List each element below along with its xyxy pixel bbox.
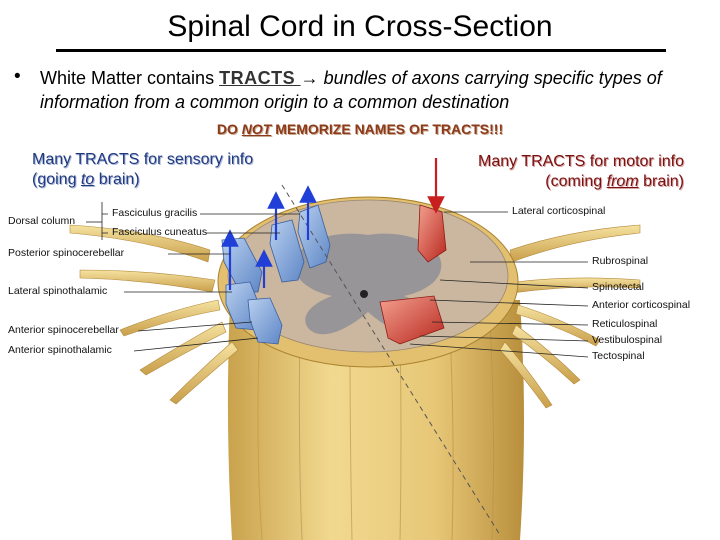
- nerve-roots-right: [499, 224, 641, 409]
- arrow-icon: →: [300, 68, 319, 88]
- label-posterior-spinocerebellar: Posterior spinocerebellar: [8, 247, 125, 259]
- sensory-caption: Many TRACTS for sensory info (going to b…: [32, 150, 253, 190]
- warning-em: NOT: [241, 121, 272, 137]
- label-lateral-spinothalamic: Lateral spinothalamic: [8, 285, 108, 297]
- page-title: Spinal Cord in Cross-Section: [167, 10, 553, 43]
- warning-note: DO NOT MEMORIZE NAMES OF TRACTS!!!: [0, 121, 720, 137]
- label-fasciculus-gracilis: Fasciculus gracilis: [112, 207, 198, 219]
- label-reticulospinal: Reticulospinal: [592, 318, 658, 330]
- left-leader-lines: [86, 202, 300, 352]
- section-plane-line: [281, 184, 501, 536]
- label-fasciculus-cuneatus: Fasciculus cuneatus: [112, 226, 208, 238]
- bullet-keyword: TRACTS: [219, 68, 301, 88]
- label-lateral-corticospinal: Lateral corticospinal: [512, 205, 606, 217]
- tract-anterior-spinocerebellar: [247, 297, 283, 345]
- warning-post: MEMORIZE NAMES OF TRACTS!!!: [271, 121, 504, 137]
- motor-caption: Many TRACTS for motor info (coming from …: [420, 152, 684, 192]
- motor-line2: (coming from brain): [420, 172, 684, 192]
- nerve-roots-left: [69, 224, 239, 405]
- sensory-line2-pre: (going: [32, 171, 81, 188]
- cord-column: [227, 300, 524, 540]
- tract-posterior-spinocerebellar: [221, 237, 263, 293]
- label-anterior-spinothalamic: Anterior spinothalamic: [8, 344, 112, 356]
- sensory-tracts: [221, 204, 331, 345]
- bullet-lead: White Matter contains: [40, 68, 220, 88]
- sensory-line2-post: brain): [94, 171, 140, 188]
- tract-fasciculus-cuneatus: [269, 219, 305, 283]
- sensory-line2: (going to brain): [32, 170, 253, 190]
- bullet-marker: •: [14, 66, 21, 87]
- warning-pre: DO: [216, 121, 242, 137]
- label-tectospinal: Tectospinal: [592, 350, 645, 362]
- label-vestibulospinal: Vestibulospinal: [592, 334, 663, 346]
- label-spinotectal: Spinotectal: [592, 281, 644, 293]
- bullet-text: White Matter contains TRACTS → bundles o…: [40, 66, 710, 114]
- label-anterior-spinocerebellar: Anterior spinocerebellar: [8, 324, 119, 336]
- bullet-rest: bundles of axons carrying specific types…: [40, 68, 662, 112]
- motor-line2-em: from: [606, 173, 639, 190]
- label-anterior-corticospinal: Anterior corticospinal: [592, 299, 691, 311]
- label-rubrospinal: Rubrospinal: [592, 255, 649, 267]
- title-underline: [56, 49, 666, 52]
- motor-tracts: [379, 204, 447, 345]
- label-dorsal-column: Dorsal column: [8, 215, 76, 227]
- central-canal: [360, 290, 368, 298]
- tract-fasciculus-gracilis: [297, 204, 331, 269]
- motor-line1: Many TRACTS for motor info: [478, 153, 684, 170]
- sensory-line2-em: to: [80, 171, 95, 188]
- sensory-line1: Many TRACTS for sensory info: [32, 151, 254, 168]
- right-leader-lines: [409, 211, 589, 358]
- motor-line2-pre: (coming: [545, 173, 607, 190]
- motor-line2-post: brain): [638, 173, 684, 190]
